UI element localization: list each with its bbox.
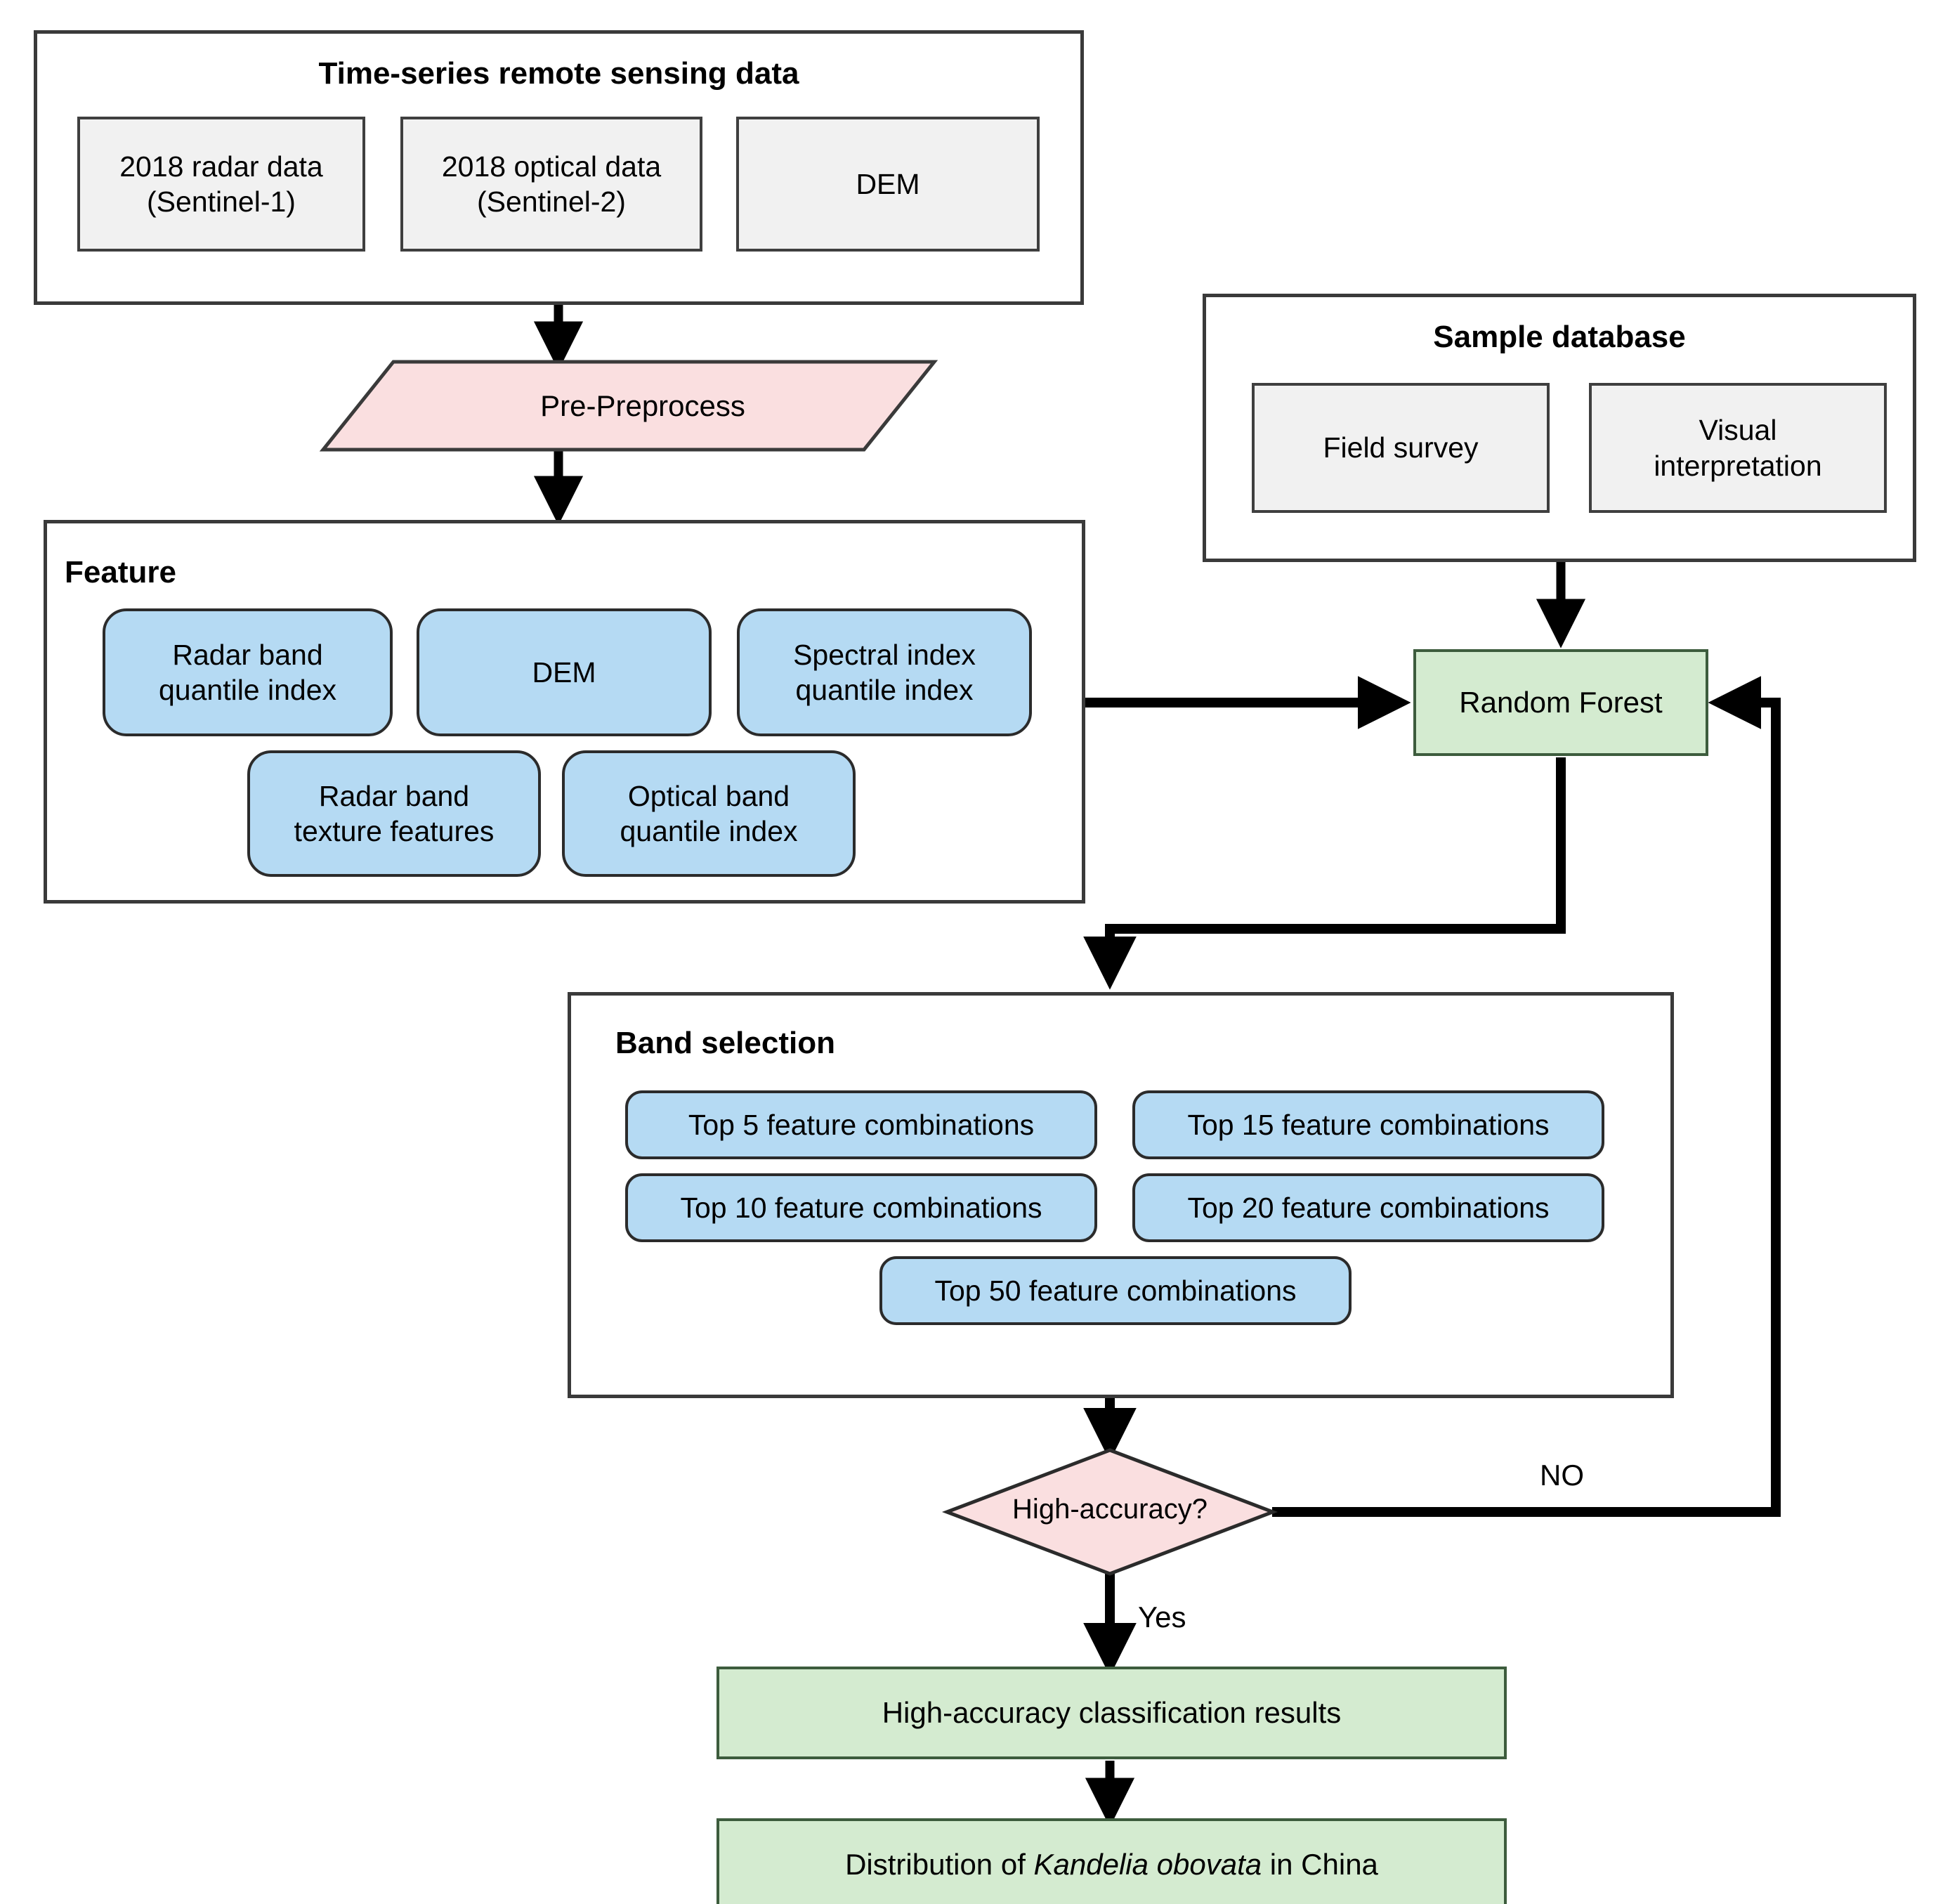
band-item-top20[interactable]: Top 20 feature combinations xyxy=(1132,1173,1604,1242)
band-item-top5-label: Top 5 feature combinations xyxy=(688,1108,1035,1141)
decision-no-label: NO xyxy=(1540,1459,1584,1492)
feature-spectral-quantile-line1: Spectral index xyxy=(793,638,976,671)
feature-radar-texture[interactable]: Radar band texture features xyxy=(247,750,541,877)
feature-optical-quantile-line2: quantile index xyxy=(620,815,798,847)
input-item-radar-line1: 2018 radar data xyxy=(119,150,323,183)
feature-radar-texture-label: Radar band texture features xyxy=(294,778,495,849)
sample-group-title: Sample database xyxy=(1433,320,1686,354)
input-item-optical[interactable]: 2018 optical data (Sentinel-2) xyxy=(400,117,702,252)
arrow-randomforest-to-bandselection xyxy=(1083,757,1566,990)
random-forest-label: Random Forest xyxy=(1459,685,1663,719)
sample-item-field-survey[interactable]: Field survey xyxy=(1252,383,1550,513)
band-selection-group-title: Band selection xyxy=(615,1026,835,1060)
input-item-optical-line2: (Sentinel-2) xyxy=(477,185,626,218)
input-item-optical-label: 2018 optical data (Sentinel-2) xyxy=(442,149,661,219)
feature-radar-quantile-line1: Radar band xyxy=(172,638,323,671)
sample-item-field-survey-label: Field survey xyxy=(1323,431,1479,464)
sample-item-visual-interpretation-label: Visual interpretation xyxy=(1654,412,1821,483)
distribution-results-box[interactable]: Distribution of Kandelia obovata in Chin… xyxy=(716,1818,1507,1904)
input-item-dem-label: DEM xyxy=(856,167,920,200)
decision-label[interactable]: High-accuracy? xyxy=(1012,1494,1208,1525)
feature-optical-quantile[interactable]: Optical band quantile index xyxy=(562,750,856,877)
distribution-suffix: in China xyxy=(1262,1847,1378,1881)
band-item-top10[interactable]: Top 10 feature combinations xyxy=(625,1173,1097,1242)
feature-radar-quantile-label: Radar band quantile index xyxy=(159,637,336,708)
band-item-top50-label: Top 50 feature combinations xyxy=(934,1274,1297,1307)
input-item-radar[interactable]: 2018 radar data (Sentinel-1) xyxy=(77,117,365,252)
band-item-top20-label: Top 20 feature combinations xyxy=(1187,1191,1550,1224)
input-item-optical-line1: 2018 optical data xyxy=(441,150,662,183)
feature-optical-quantile-label: Optical band quantile index xyxy=(620,778,797,849)
band-item-top5[interactable]: Top 5 feature combinations xyxy=(625,1090,1097,1159)
feature-dem[interactable]: DEM xyxy=(417,608,712,736)
distribution-species: Kandelia obovata xyxy=(1033,1847,1262,1881)
input-item-radar-line2: (Sentinel-1) xyxy=(147,185,296,218)
sample-item-visual-interpretation[interactable]: Visual interpretation xyxy=(1589,383,1887,513)
classification-results-box[interactable]: High-accuracy classification results xyxy=(716,1667,1507,1759)
band-item-top10-label: Top 10 feature combinations xyxy=(680,1191,1042,1224)
sample-item-visual-line1: Visual xyxy=(1699,414,1777,447)
feature-spectral-quantile-line2: quantile index xyxy=(795,674,974,706)
band-item-top50[interactable]: Top 50 feature combinations xyxy=(879,1256,1352,1325)
feature-radar-quantile-line2: quantile index xyxy=(158,674,337,706)
input-item-dem[interactable]: DEM xyxy=(736,117,1040,252)
decision-yes-label: Yes xyxy=(1138,1600,1186,1634)
feature-radar-quantile[interactable]: Radar band quantile index xyxy=(103,608,393,736)
band-item-top15-label: Top 15 feature combinations xyxy=(1187,1108,1550,1141)
distribution-prefix: Distribution of xyxy=(845,1847,1034,1881)
random-forest-box[interactable]: Random Forest xyxy=(1413,649,1708,756)
sample-item-visual-line2: interpretation xyxy=(1654,449,1822,482)
classification-results-label: High-accuracy classification results xyxy=(882,1695,1342,1729)
feature-group-title: Feature xyxy=(65,555,176,589)
feature-radar-texture-line1: Radar band xyxy=(318,779,470,812)
distribution-results-label: Distribution of Kandelia obovata in Chin… xyxy=(845,1847,1378,1882)
preprocess-label[interactable]: Pre-Preprocess xyxy=(540,389,745,422)
feature-dem-label: DEM xyxy=(532,656,596,689)
feature-spectral-quantile[interactable]: Spectral index quantile index xyxy=(737,608,1032,736)
feature-radar-texture-line2: texture features xyxy=(294,815,495,847)
feature-optical-quantile-line1: Optical band xyxy=(627,779,790,812)
input-group-title: Time-series remote sensing data xyxy=(318,56,799,91)
band-item-top15[interactable]: Top 15 feature combinations xyxy=(1132,1090,1604,1159)
feature-spectral-quantile-label: Spectral index quantile index xyxy=(793,637,976,708)
input-item-radar-label: 2018 radar data (Sentinel-1) xyxy=(119,149,323,219)
